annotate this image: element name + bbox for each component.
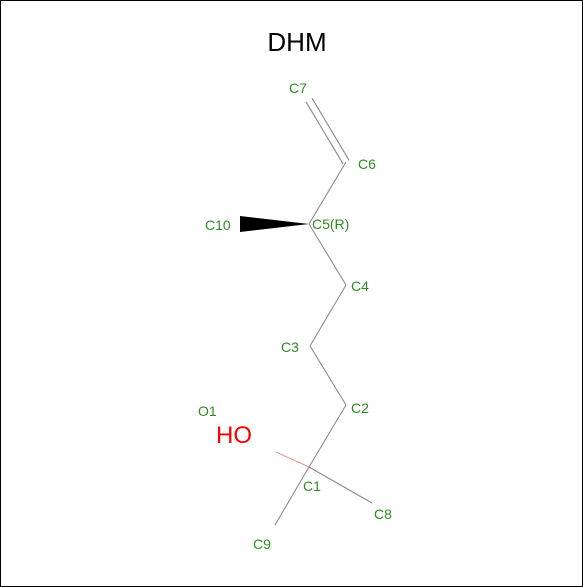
bonds-layer — [240, 97, 373, 526]
atom-label-c4: C4 — [351, 278, 369, 294]
bond-c2-c3 — [309, 345, 347, 406]
bond-c3-c4 — [309, 284, 347, 347]
bond-c1-c9 — [274, 466, 310, 526]
bond-c6-c7-line-2 — [305, 101, 344, 165]
atom-label-c8: C8 — [374, 506, 392, 522]
bond-c1-o1 — [275, 451, 310, 468]
atom-label-c10: C10 — [205, 217, 231, 233]
atom-label-c9: C9 — [253, 536, 271, 552]
bond-c5-c6 — [308, 161, 347, 225]
atom-label-c5: C5(R) — [312, 216, 349, 232]
diagram-title: DHM — [267, 27, 326, 57]
bond-c6-c7-line-1 — [311, 97, 350, 161]
hydroxyl-group-label: HO — [216, 422, 252, 449]
atom-label-c1: C1 — [303, 478, 321, 494]
atom-label-c2: C2 — [351, 400, 369, 416]
atom-label-o1: O1 — [198, 403, 217, 419]
bond-c5-c10-wedge — [240, 216, 309, 232]
bond-c4-c5 — [308, 223, 347, 286]
bond-c1-c2 — [308, 404, 347, 468]
atom-label-c3: C3 — [281, 339, 299, 355]
atom-label-c6: C6 — [358, 156, 376, 172]
bond-c1-c8 — [308, 466, 373, 504]
atom-label-c7: C7 — [289, 80, 307, 96]
